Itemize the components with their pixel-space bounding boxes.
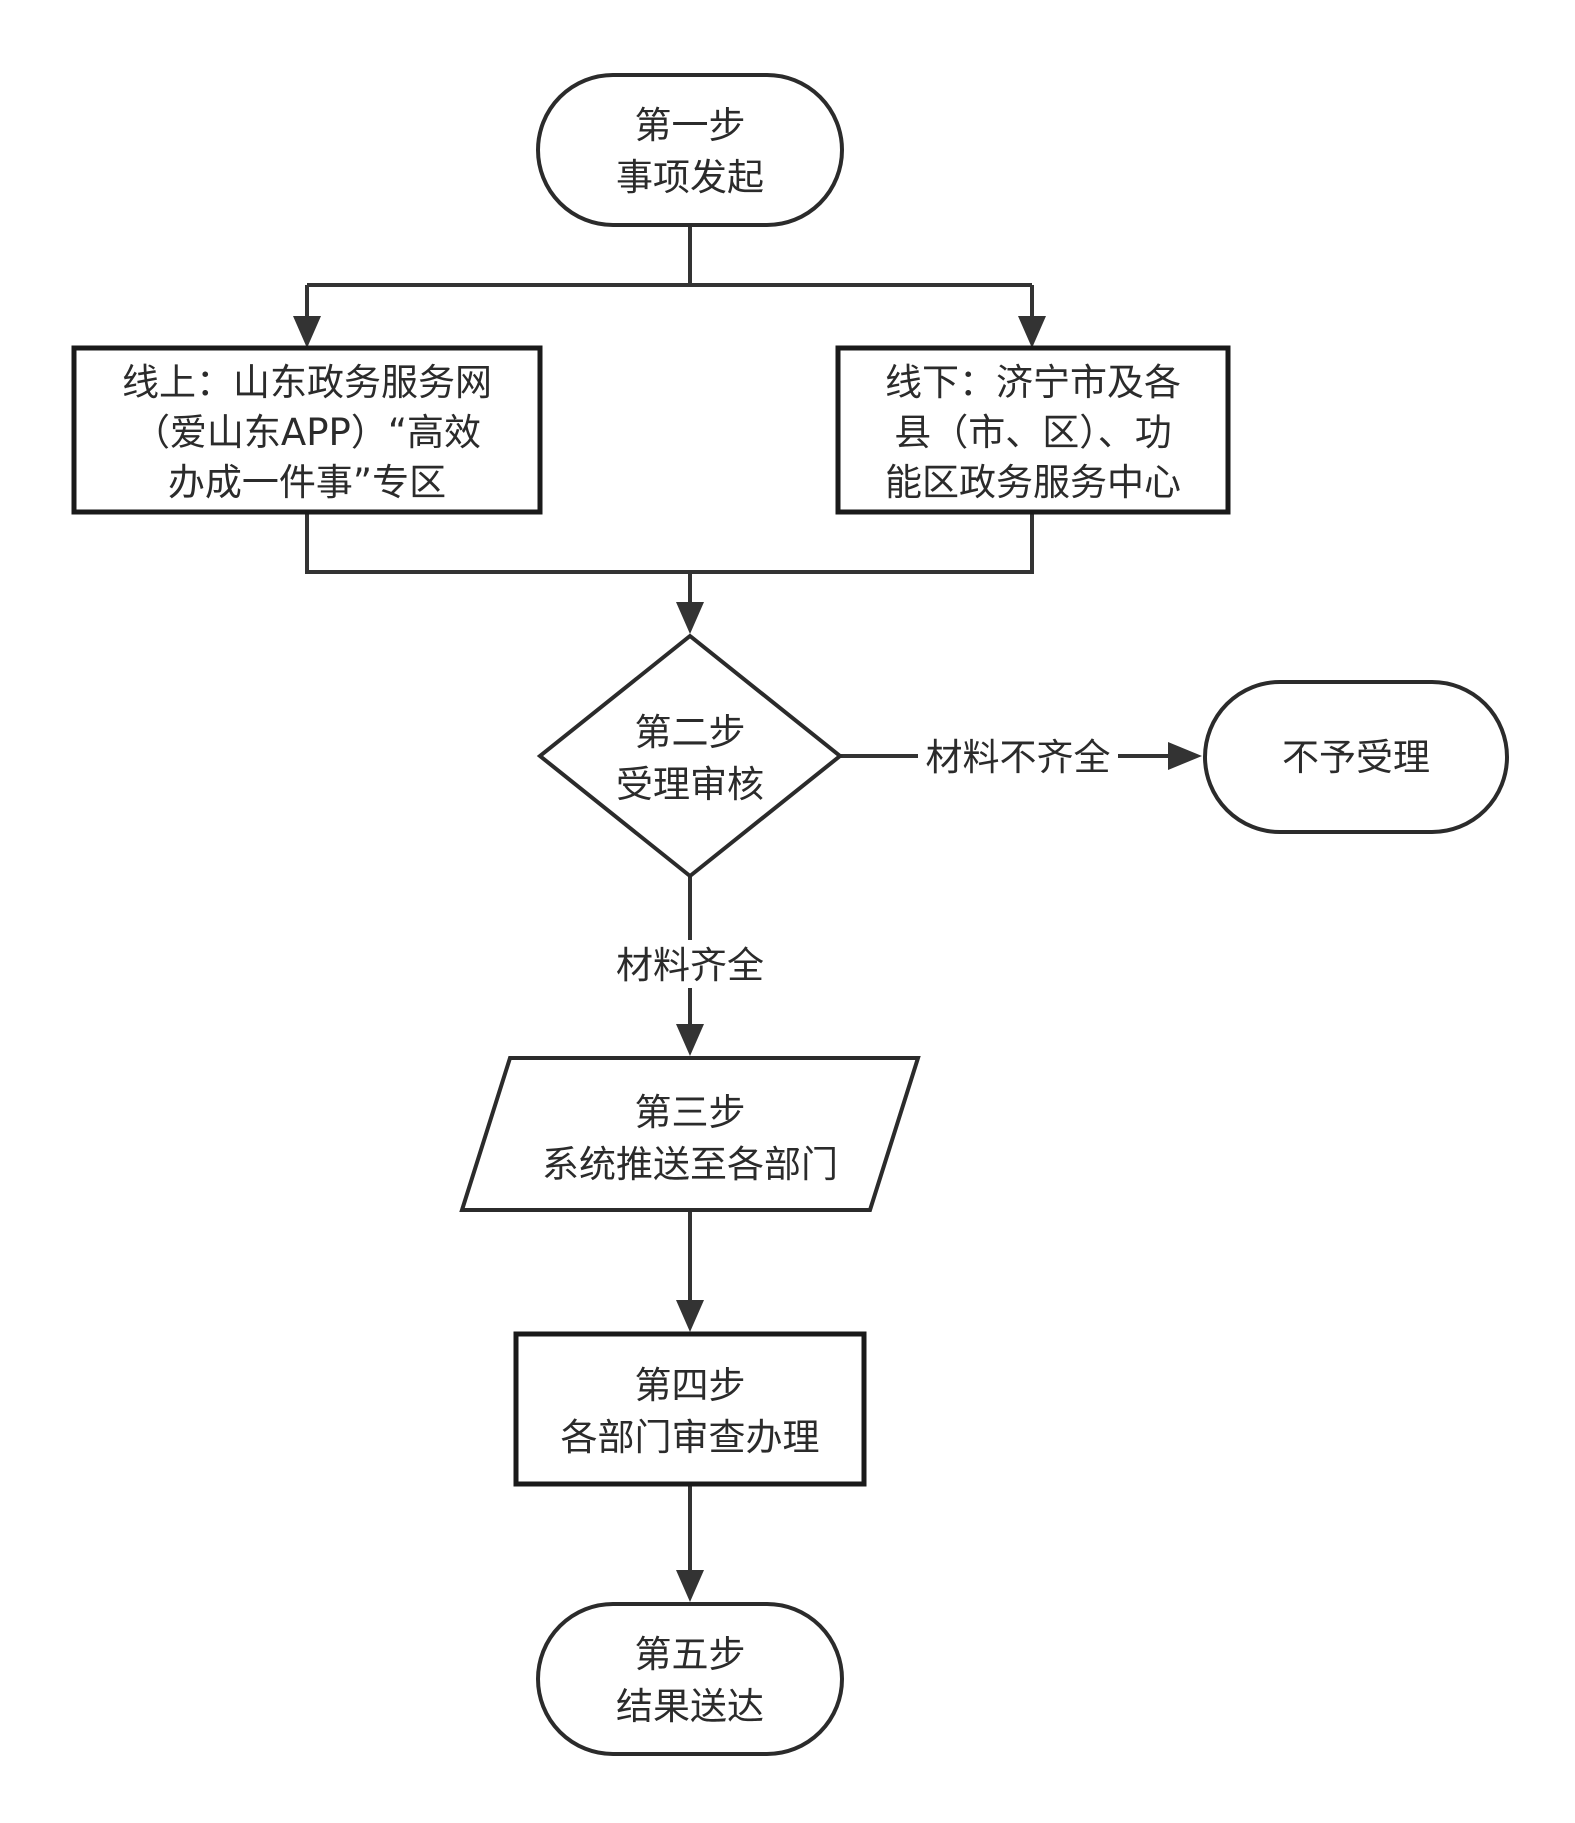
node-process: 第四步 各部门审查办理 bbox=[513, 1331, 867, 1487]
online-line-2: （爱山东APP）“高效 bbox=[133, 411, 481, 454]
arrowhead-review bbox=[676, 602, 704, 634]
process-line-1: 第四步 bbox=[635, 1364, 746, 1407]
incomplete-label-bg bbox=[918, 732, 1118, 780]
edge-labels: 材料不齐全 材料齐全 bbox=[600, 732, 1118, 988]
arrowhead-push bbox=[676, 1024, 704, 1056]
edge-start-split bbox=[307, 225, 1032, 287]
offline-line-1: 线下：济宁市及各 bbox=[885, 361, 1181, 404]
push-line-1: 第三步 bbox=[635, 1091, 746, 1134]
arrowhead-online bbox=[293, 316, 321, 348]
node-push: 第三步 系统推送至各部门 bbox=[459, 1056, 921, 1212]
arrowhead-process bbox=[676, 1300, 704, 1332]
review-line-1: 第二步 bbox=[635, 711, 746, 754]
push-io-shape bbox=[459, 1056, 921, 1212]
process-line-2: 各部门审查办理 bbox=[561, 1416, 820, 1459]
review-line-2: 受理审核 bbox=[616, 763, 764, 806]
complete-label-bg bbox=[600, 940, 780, 988]
push-line-2: 系统推送至各部门 bbox=[542, 1143, 838, 1186]
process-shape bbox=[513, 1331, 867, 1487]
offline-line-3: 能区政务服务中心 bbox=[885, 461, 1181, 504]
edge-merge bbox=[305, 512, 1034, 604]
online-line-3: 办成一件事”专区 bbox=[168, 461, 446, 504]
edge-label-complete: 材料齐全 bbox=[616, 944, 764, 987]
node-deliver: 第五步 结果送达 bbox=[536, 1602, 844, 1756]
start-line-1: 第一步 bbox=[635, 104, 746, 147]
reject-line-1: 不予受理 bbox=[1282, 736, 1430, 779]
offline-process-shape bbox=[835, 345, 1231, 515]
online-process-shape bbox=[71, 345, 543, 515]
edge-label-incomplete: 材料不齐全 bbox=[926, 736, 1111, 779]
node-review: 第二步 受理审核 bbox=[536, 633, 844, 879]
node-reject: 不予受理 bbox=[1203, 680, 1509, 834]
start-terminator-shape bbox=[536, 73, 844, 227]
review-decision-shape bbox=[536, 633, 844, 879]
node-start: 第一步 事项发起 bbox=[536, 73, 844, 227]
offline-line-2: 县（市、区）、功 bbox=[894, 411, 1172, 454]
arrowhead-deliver bbox=[676, 1570, 704, 1602]
deliver-line-2: 结果送达 bbox=[616, 1685, 764, 1728]
deliver-terminator-shape bbox=[536, 1602, 844, 1756]
arrowhead-offline bbox=[1018, 316, 1046, 348]
arrowhead-reject bbox=[1168, 742, 1202, 770]
deliver-line-1: 第五步 bbox=[635, 1633, 746, 1676]
reject-terminator-shape bbox=[1203, 680, 1509, 834]
start-line-2: 事项发起 bbox=[616, 156, 764, 199]
node-offline: 线下：济宁市及各 县（市、区）、功 能区政务服务中心 bbox=[835, 345, 1231, 515]
node-online: 线上：山东政务服务网 （爱山东APP）“高效 办成一件事”专区 bbox=[71, 345, 543, 515]
online-line-1: 线上：山东政务服务网 bbox=[122, 361, 492, 404]
